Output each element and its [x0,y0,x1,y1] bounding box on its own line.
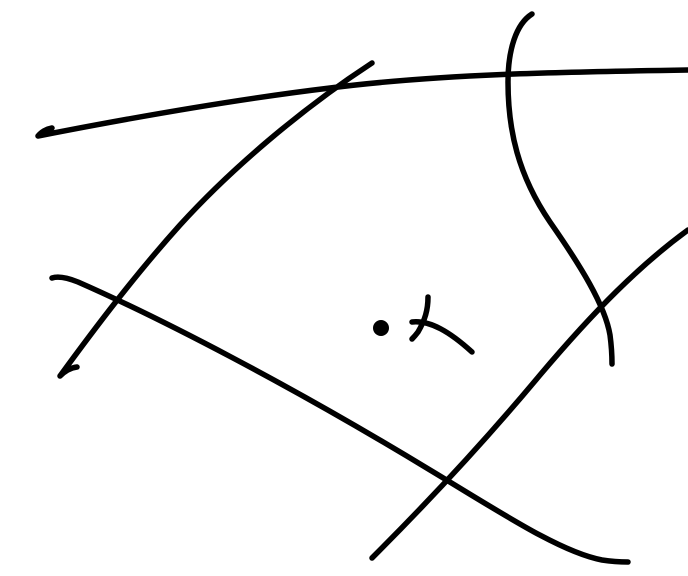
x-mark-stroke-1 [409,294,431,342]
curve-right-vertical [505,11,615,367]
point-marker [373,320,389,336]
x-mark-stroke-2 [409,319,475,355]
x-mark [409,294,475,355]
curve-lower-diagonal-left [49,274,631,565]
curve-lower-diagonal-right [369,227,688,561]
curve-top-horizontal [35,67,688,139]
curve-upper-diagonal [57,60,375,379]
